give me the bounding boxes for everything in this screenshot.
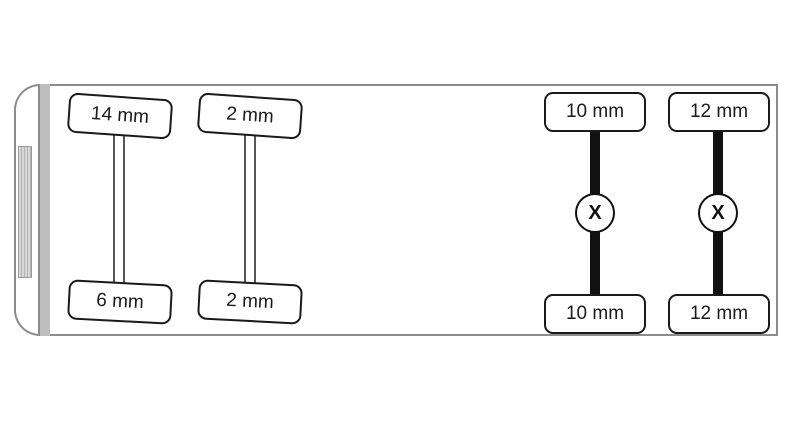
vehicle-outline xyxy=(14,84,782,340)
trailer-outline xyxy=(50,84,778,336)
axle-3-hub-icon: X xyxy=(575,193,615,233)
axle-2-bottom-tire: 2 mm xyxy=(197,279,303,325)
cab-grille xyxy=(18,146,32,278)
axle-2-shaft xyxy=(244,134,256,288)
axle-4-bottom-tire: 12 mm xyxy=(668,294,770,334)
axle-1-bottom-tire: 6 mm xyxy=(67,279,173,325)
axle-4-hub-icon: X xyxy=(698,193,738,233)
axle-1-shaft xyxy=(113,134,125,288)
axle-2-top-tire: 2 mm xyxy=(196,92,304,140)
cab-wall xyxy=(38,84,50,336)
axle-3-top-tire: 10 mm xyxy=(544,92,646,132)
axle-1-top-tire: 14 mm xyxy=(66,92,174,140)
axle-3-bottom-tire: 10 mm xyxy=(544,294,646,334)
axle-4-top-tire: 12 mm xyxy=(668,92,770,132)
